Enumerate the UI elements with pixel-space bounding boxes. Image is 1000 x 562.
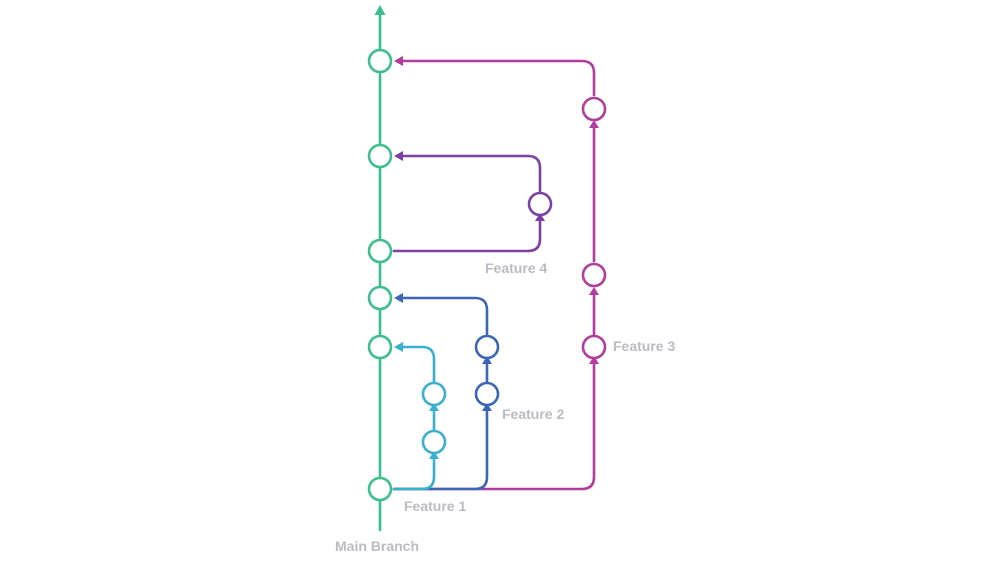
feature-3-label: Feature 3 xyxy=(613,338,675,354)
feature-3-commit-arrow xyxy=(589,287,599,295)
main-commit xyxy=(367,334,393,360)
feature-4-branch-line xyxy=(392,218,542,253)
feature-4-label: Feature 4 xyxy=(485,260,547,276)
feature-1-branch-line-upper xyxy=(400,345,436,432)
feature-3-merge-arrow xyxy=(394,56,403,66)
feature-3-commit xyxy=(581,334,607,360)
feature-4-branch-line-upper xyxy=(400,154,542,193)
feature-2-commit-arrow xyxy=(482,356,492,364)
feature-1-commit-arrow xyxy=(429,403,439,411)
feature-1-commit-arrow xyxy=(429,451,439,459)
feature-1-branch-line xyxy=(392,456,436,491)
feature-2-commit xyxy=(474,381,500,407)
feature-1-label: Feature 1 xyxy=(404,498,466,514)
feature-3-commit xyxy=(581,96,607,122)
feature-4-merge-arrow xyxy=(394,151,403,161)
feature-1-merge-arrow xyxy=(394,342,403,352)
main-commit xyxy=(367,476,393,502)
main-commit xyxy=(367,48,393,74)
feature-2-branch-line-upper xyxy=(400,296,489,384)
main-branch-label: Main Branch xyxy=(335,538,419,554)
feature-3-commit-arrow xyxy=(589,356,599,364)
feature-4-commit xyxy=(527,191,553,217)
feature-3-commit-arrow xyxy=(589,120,599,128)
feature-2-commit-arrow xyxy=(482,403,492,411)
feature-2-commit xyxy=(474,334,500,360)
feature-1-commit xyxy=(421,429,447,455)
main-commit xyxy=(367,143,393,169)
feature-2-label: Feature 2 xyxy=(502,406,564,422)
feature-3-branch-line-upper xyxy=(400,59,596,337)
branch-paths xyxy=(374,5,599,532)
branch-labels: Main Branch Feature 1 Feature 2 Feature … xyxy=(335,260,675,554)
feature-3-commit xyxy=(581,262,607,288)
main-commit xyxy=(367,238,393,264)
feature-2-branch-line xyxy=(392,408,489,491)
main-branch-arrow xyxy=(374,5,386,15)
feature-3-branch-line xyxy=(392,361,596,491)
feature-4-commit-arrow xyxy=(535,213,545,221)
feature-1-commit xyxy=(421,381,447,407)
main-commit xyxy=(367,285,393,311)
feature-2-merge-arrow xyxy=(394,293,403,303)
commit-nodes xyxy=(367,48,607,502)
